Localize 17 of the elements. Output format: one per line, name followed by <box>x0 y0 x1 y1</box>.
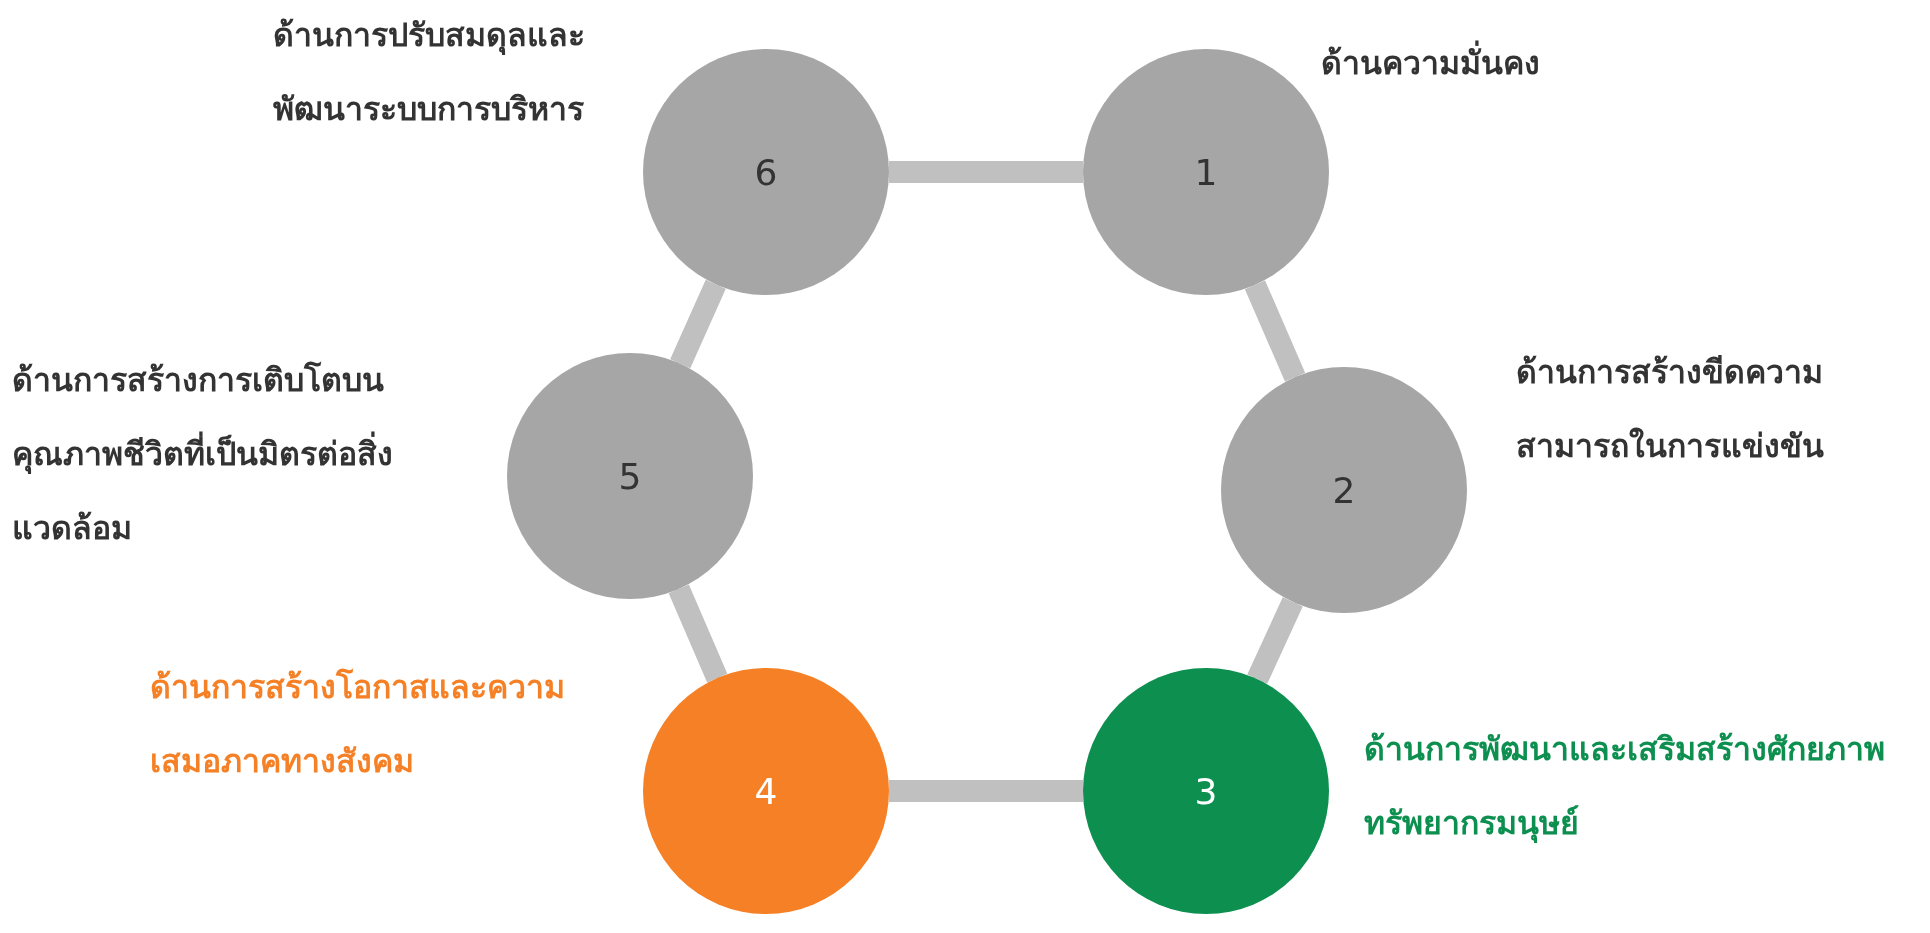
node-caption: ด้านการสร้างโอกาสและความเสมอภาคทางสังคม <box>150 667 566 782</box>
node-caption: ด้านการปรับสมดุลและพัฒนาระบบการบริหาร <box>273 15 586 130</box>
node-caption: ด้านความมั่นคง <box>1321 26 1621 100</box>
connector-bar <box>1244 280 1306 382</box>
connector-bar <box>1247 597 1303 684</box>
step-number: 6 <box>754 151 778 193</box>
step-number: 4 <box>754 770 778 812</box>
step-number: 2 <box>1332 469 1356 511</box>
connector-bar <box>889 780 1083 802</box>
step-number: 5 <box>618 455 642 497</box>
node-caption: ด้านการสร้างการเติบโตบนคุณภาพชีวิตที่เป็นมิตรต่อสิ่งแวดล้อม <box>12 360 394 549</box>
connector-bar <box>670 279 726 369</box>
connector-bar <box>889 161 1083 183</box>
step-number: 3 <box>1194 770 1218 812</box>
step-number: 1 <box>1194 151 1218 193</box>
node-caption: ด้านการพัฒนาและเสริมสร้างศักยภาพทรัพยากรมนุษย์ <box>1364 729 1886 845</box>
node-caption: ด้านการสร้างขีดความสามารถในการแข่งขัน <box>1516 352 1825 467</box>
